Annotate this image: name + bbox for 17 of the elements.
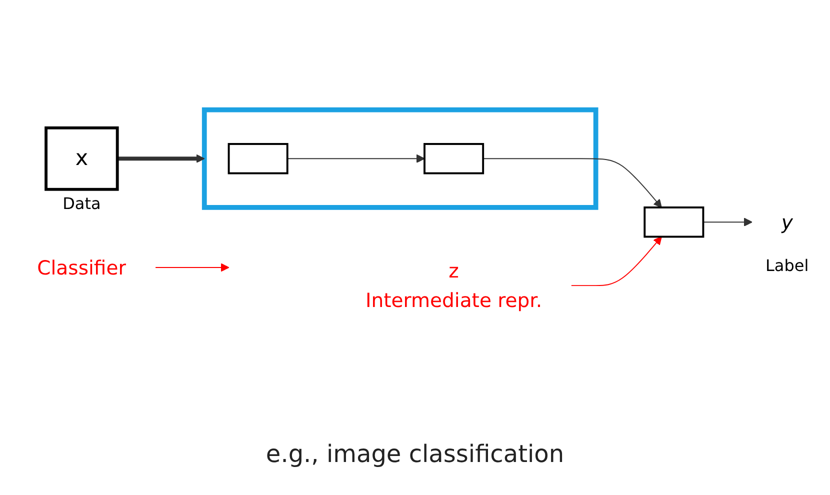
node-text: Classifier bbox=[37, 256, 126, 280]
cluster bbox=[202, 108, 598, 210]
arrow bbox=[570, 236, 662, 286]
node-text: y bbox=[781, 210, 793, 234]
node-box bbox=[228, 143, 288, 175]
arrow bbox=[702, 218, 752, 227]
node-caption: Label bbox=[766, 256, 809, 275]
arrow bbox=[117, 154, 205, 164]
arrow bbox=[482, 158, 662, 208]
arrow bbox=[286, 154, 425, 164]
node-box bbox=[424, 143, 484, 175]
arrow bbox=[155, 264, 230, 272]
node-caption: Data bbox=[62, 194, 101, 213]
node-box bbox=[644, 206, 704, 238]
node-text: z Intermediate repr. bbox=[365, 260, 542, 312]
node-box: x bbox=[44, 126, 119, 192]
caption-note: e.g., image classification bbox=[264, 440, 566, 468]
